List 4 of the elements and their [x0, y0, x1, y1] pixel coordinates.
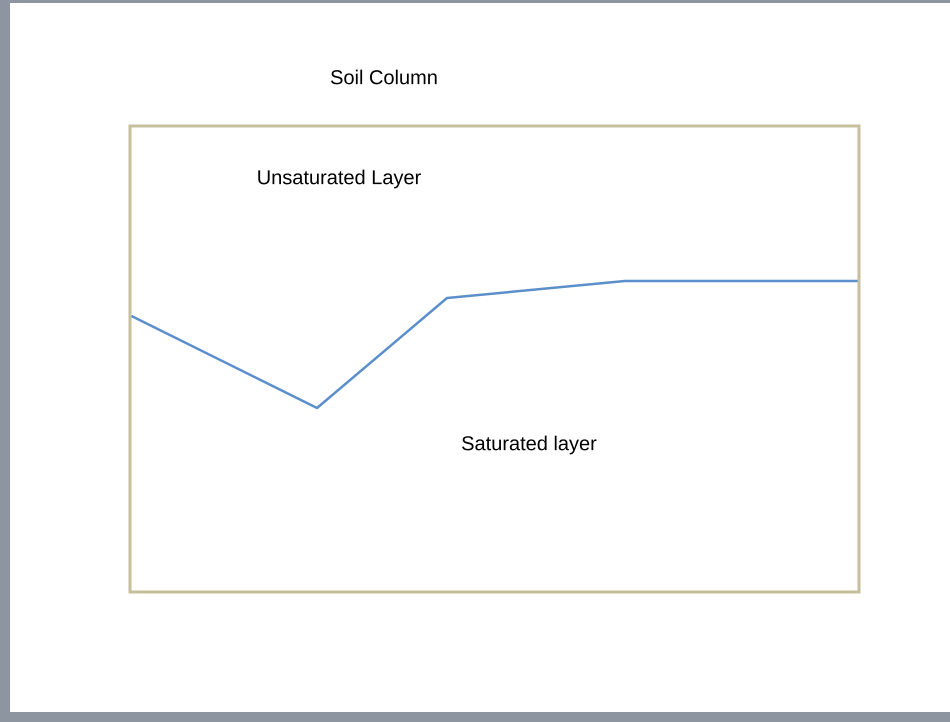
- soil-column-box: [128, 124, 860, 594]
- box-heading: Soil Column: [331, 70, 437, 84]
- layer-label: Saturated layer: [462, 436, 596, 454]
- layer-label: Unsaturated Layer: [258, 170, 421, 188]
